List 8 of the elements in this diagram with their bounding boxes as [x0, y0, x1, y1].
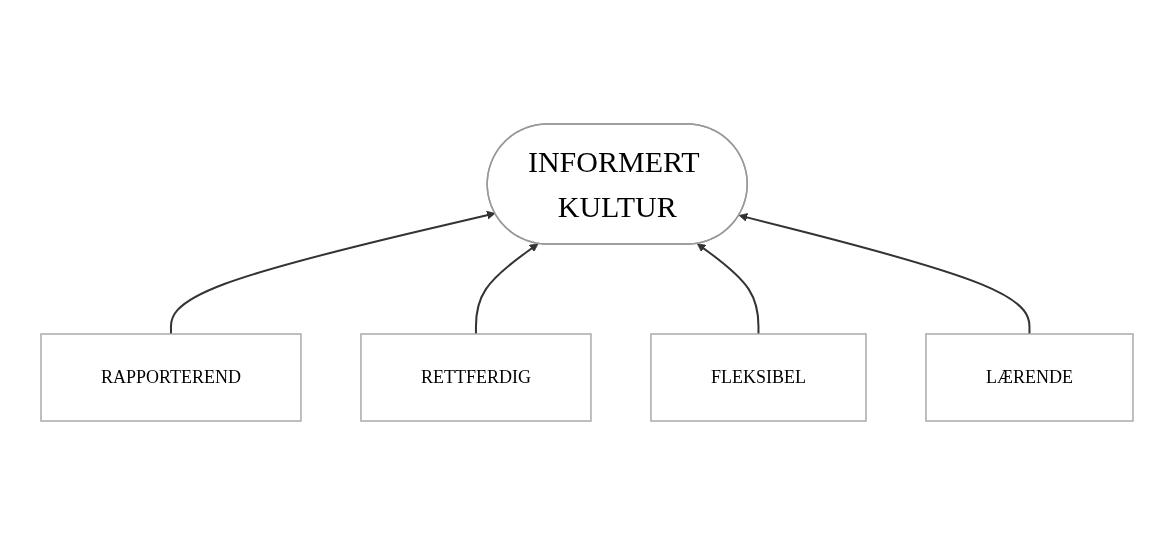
node-box: FLEKSIBEL [650, 333, 867, 422]
arrow [170, 210, 496, 335]
node-box: RAPPORTEREND [40, 333, 302, 422]
arrow [738, 213, 1031, 335]
node-box: RETTFERDIG [360, 333, 592, 422]
node-box: LÆRENDE [925, 333, 1134, 422]
arrow [474, 243, 539, 335]
arrow [696, 243, 760, 335]
